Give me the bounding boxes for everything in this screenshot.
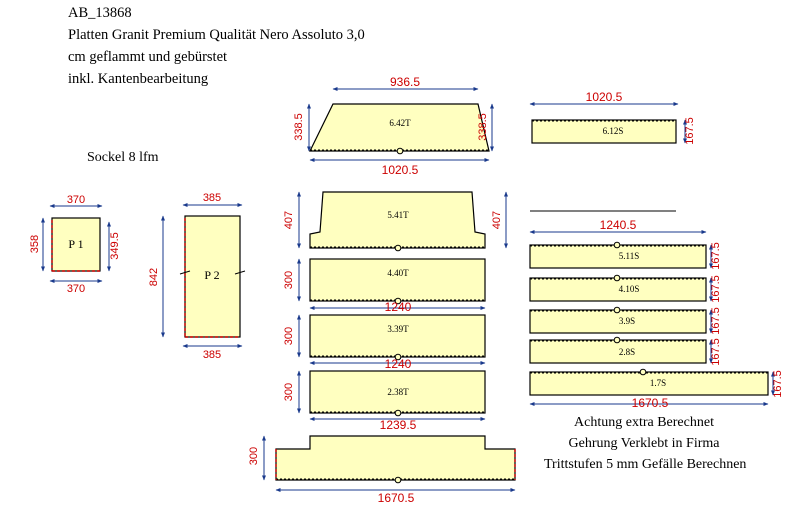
piece-s2-label: 2.8S <box>619 347 635 357</box>
dim-t1-bottom: 1670.5 <box>378 491 415 505</box>
dim-p1-right: 349.5 <box>109 232 121 260</box>
piece-t1: 300 1670.5 <box>248 435 516 505</box>
piece-s1-shape <box>529 371 769 396</box>
material-line-3: inkl. Kantenbearbeitung <box>68 71 209 87</box>
nosing-marker <box>613 306 621 314</box>
piece-t2: 2.38T 300 1239.5 <box>283 370 486 432</box>
dim-t4-left: 300 <box>283 271 295 289</box>
piece-t3: 3.39T 300 1240 <box>283 314 486 371</box>
piece-p2-shape <box>184 215 241 338</box>
piece-s5-label: 5.11S <box>619 251 639 261</box>
piece-s2: 2.8S 167.5 <box>529 336 722 366</box>
dim-s3-right: 167.5 <box>710 307 722 335</box>
break-mark <box>234 270 246 275</box>
piece-t4-shape <box>309 258 486 302</box>
dim-s1-bottom: 1670.5 <box>632 396 669 410</box>
dim-p1-left: 358 <box>29 235 41 253</box>
piece-t3-shape <box>309 314 486 358</box>
piece-s3-label: 3.9S <box>619 316 635 326</box>
nosing-marker <box>394 297 402 305</box>
dim-t2-left: 300 <box>283 383 295 401</box>
piece-t2-shape <box>309 370 486 414</box>
nosing-marker <box>613 274 621 282</box>
note-3: Trittstufen 5 mm Gefälle Berechnen <box>544 457 747 472</box>
piece-s4-label: 4.10S <box>619 284 640 294</box>
dim-s1-right: 167.5 <box>772 370 784 398</box>
dim-s6-right: 167.5 <box>684 117 696 145</box>
dim-t2-bottom: 1239.5 <box>380 418 417 432</box>
dim-p1-top: 370 <box>67 194 85 206</box>
nosing-marker <box>394 476 402 484</box>
dim-p2-left: 842 <box>148 268 160 286</box>
piece-t5-label: 5.41T <box>387 210 409 220</box>
piece-t4-label: 4.40T <box>387 268 409 278</box>
header-block: AB_13868 Platten Granit Premium Qualität… <box>68 2 365 90</box>
dim-t4-bottom: 1240 <box>385 300 412 314</box>
break-mark <box>179 270 191 275</box>
piece-s1: 1.7S 1670.5 167.5 <box>529 368 784 410</box>
nosing-marker <box>394 409 402 417</box>
piece-t5: 5.41T 407 407 <box>283 191 508 252</box>
nosing-marker <box>613 241 621 249</box>
dim-t5-right: 407 <box>491 211 503 229</box>
note-1: Achtung extra Berechnet <box>574 415 714 430</box>
nosing-marker <box>396 147 404 155</box>
piece-t2-label: 2.38T <box>387 387 409 397</box>
piece-t6-shape <box>309 103 490 152</box>
dim-s2-right: 167.5 <box>710 338 722 366</box>
dim-t1-left: 300 <box>248 447 260 465</box>
nosing-marker <box>613 336 621 344</box>
dim-t5-left: 407 <box>283 211 295 229</box>
notes-block: Achtung extra Berechnet Gehrung Verklebt… <box>544 412 747 475</box>
dim-t6-bottom: 1020.5 <box>382 163 419 177</box>
dim-t3-bottom: 1240 <box>385 357 412 371</box>
piece-p1-shape <box>51 217 101 272</box>
piece-s3: 3.9S 167.5 <box>529 306 722 335</box>
piece-t4: 4.40T 300 1240 <box>283 258 486 314</box>
dim-p2-top: 385 <box>203 192 221 204</box>
piece-t6: 6.42T 936.5 1020.5 338.5 338.5 <box>293 75 494 177</box>
material-line-1: Platten Granit Premium Qualität Nero Ass… <box>68 27 365 43</box>
nosing-marker <box>639 368 647 376</box>
note-2: Gehrung Verklebt in Firma <box>568 436 720 451</box>
dim-p1-bottom: 370 <box>67 283 85 295</box>
piece-s6: 6.12S 1020.5 167.5 <box>529 90 696 145</box>
piece-s6-label: 6.12S <box>603 126 624 136</box>
nosing-marker <box>394 244 402 252</box>
order-id: AB_13868 <box>68 5 132 21</box>
piece-s4: 4.10S 167.5 <box>529 274 722 303</box>
dim-s6-top: 1020.5 <box>586 90 623 104</box>
nosing-marker <box>394 353 402 361</box>
dim-s4-right: 167.5 <box>710 275 722 303</box>
material-line-2: cm geflammt und gebürstet <box>68 49 228 65</box>
piece-s6-shape <box>531 119 677 144</box>
dim-t6-right: 338.5 <box>477 113 489 141</box>
piece-t3-label: 3.39T <box>387 324 409 334</box>
dim-s5-top: 1240.5 <box>600 218 637 232</box>
dim-p2-bottom: 385 <box>203 349 221 361</box>
dim-t6-left: 338.5 <box>293 113 305 141</box>
piece-t5-shape <box>309 191 486 249</box>
dim-s5-right: 167.5 <box>710 242 722 270</box>
piece-p2-label: P 2 <box>204 268 219 282</box>
piece-s1-label: 1.7S <box>650 378 666 388</box>
piece-p1: P 1 370 370 358 349.5 <box>29 194 121 295</box>
dim-t6-top: 936.5 <box>390 75 420 89</box>
dim-t3-left: 300 <box>283 327 295 345</box>
piece-s5: 5.11S 1240.5 167.5 <box>529 218 722 270</box>
piece-t1-shape <box>275 435 516 481</box>
sockel-label: Sockel 8 lfm <box>87 150 159 165</box>
piece-p1-label: P 1 <box>68 237 83 251</box>
piece-t6-label: 6.42T <box>389 118 411 128</box>
piece-p2: P 2 385 385 842 <box>148 192 246 361</box>
